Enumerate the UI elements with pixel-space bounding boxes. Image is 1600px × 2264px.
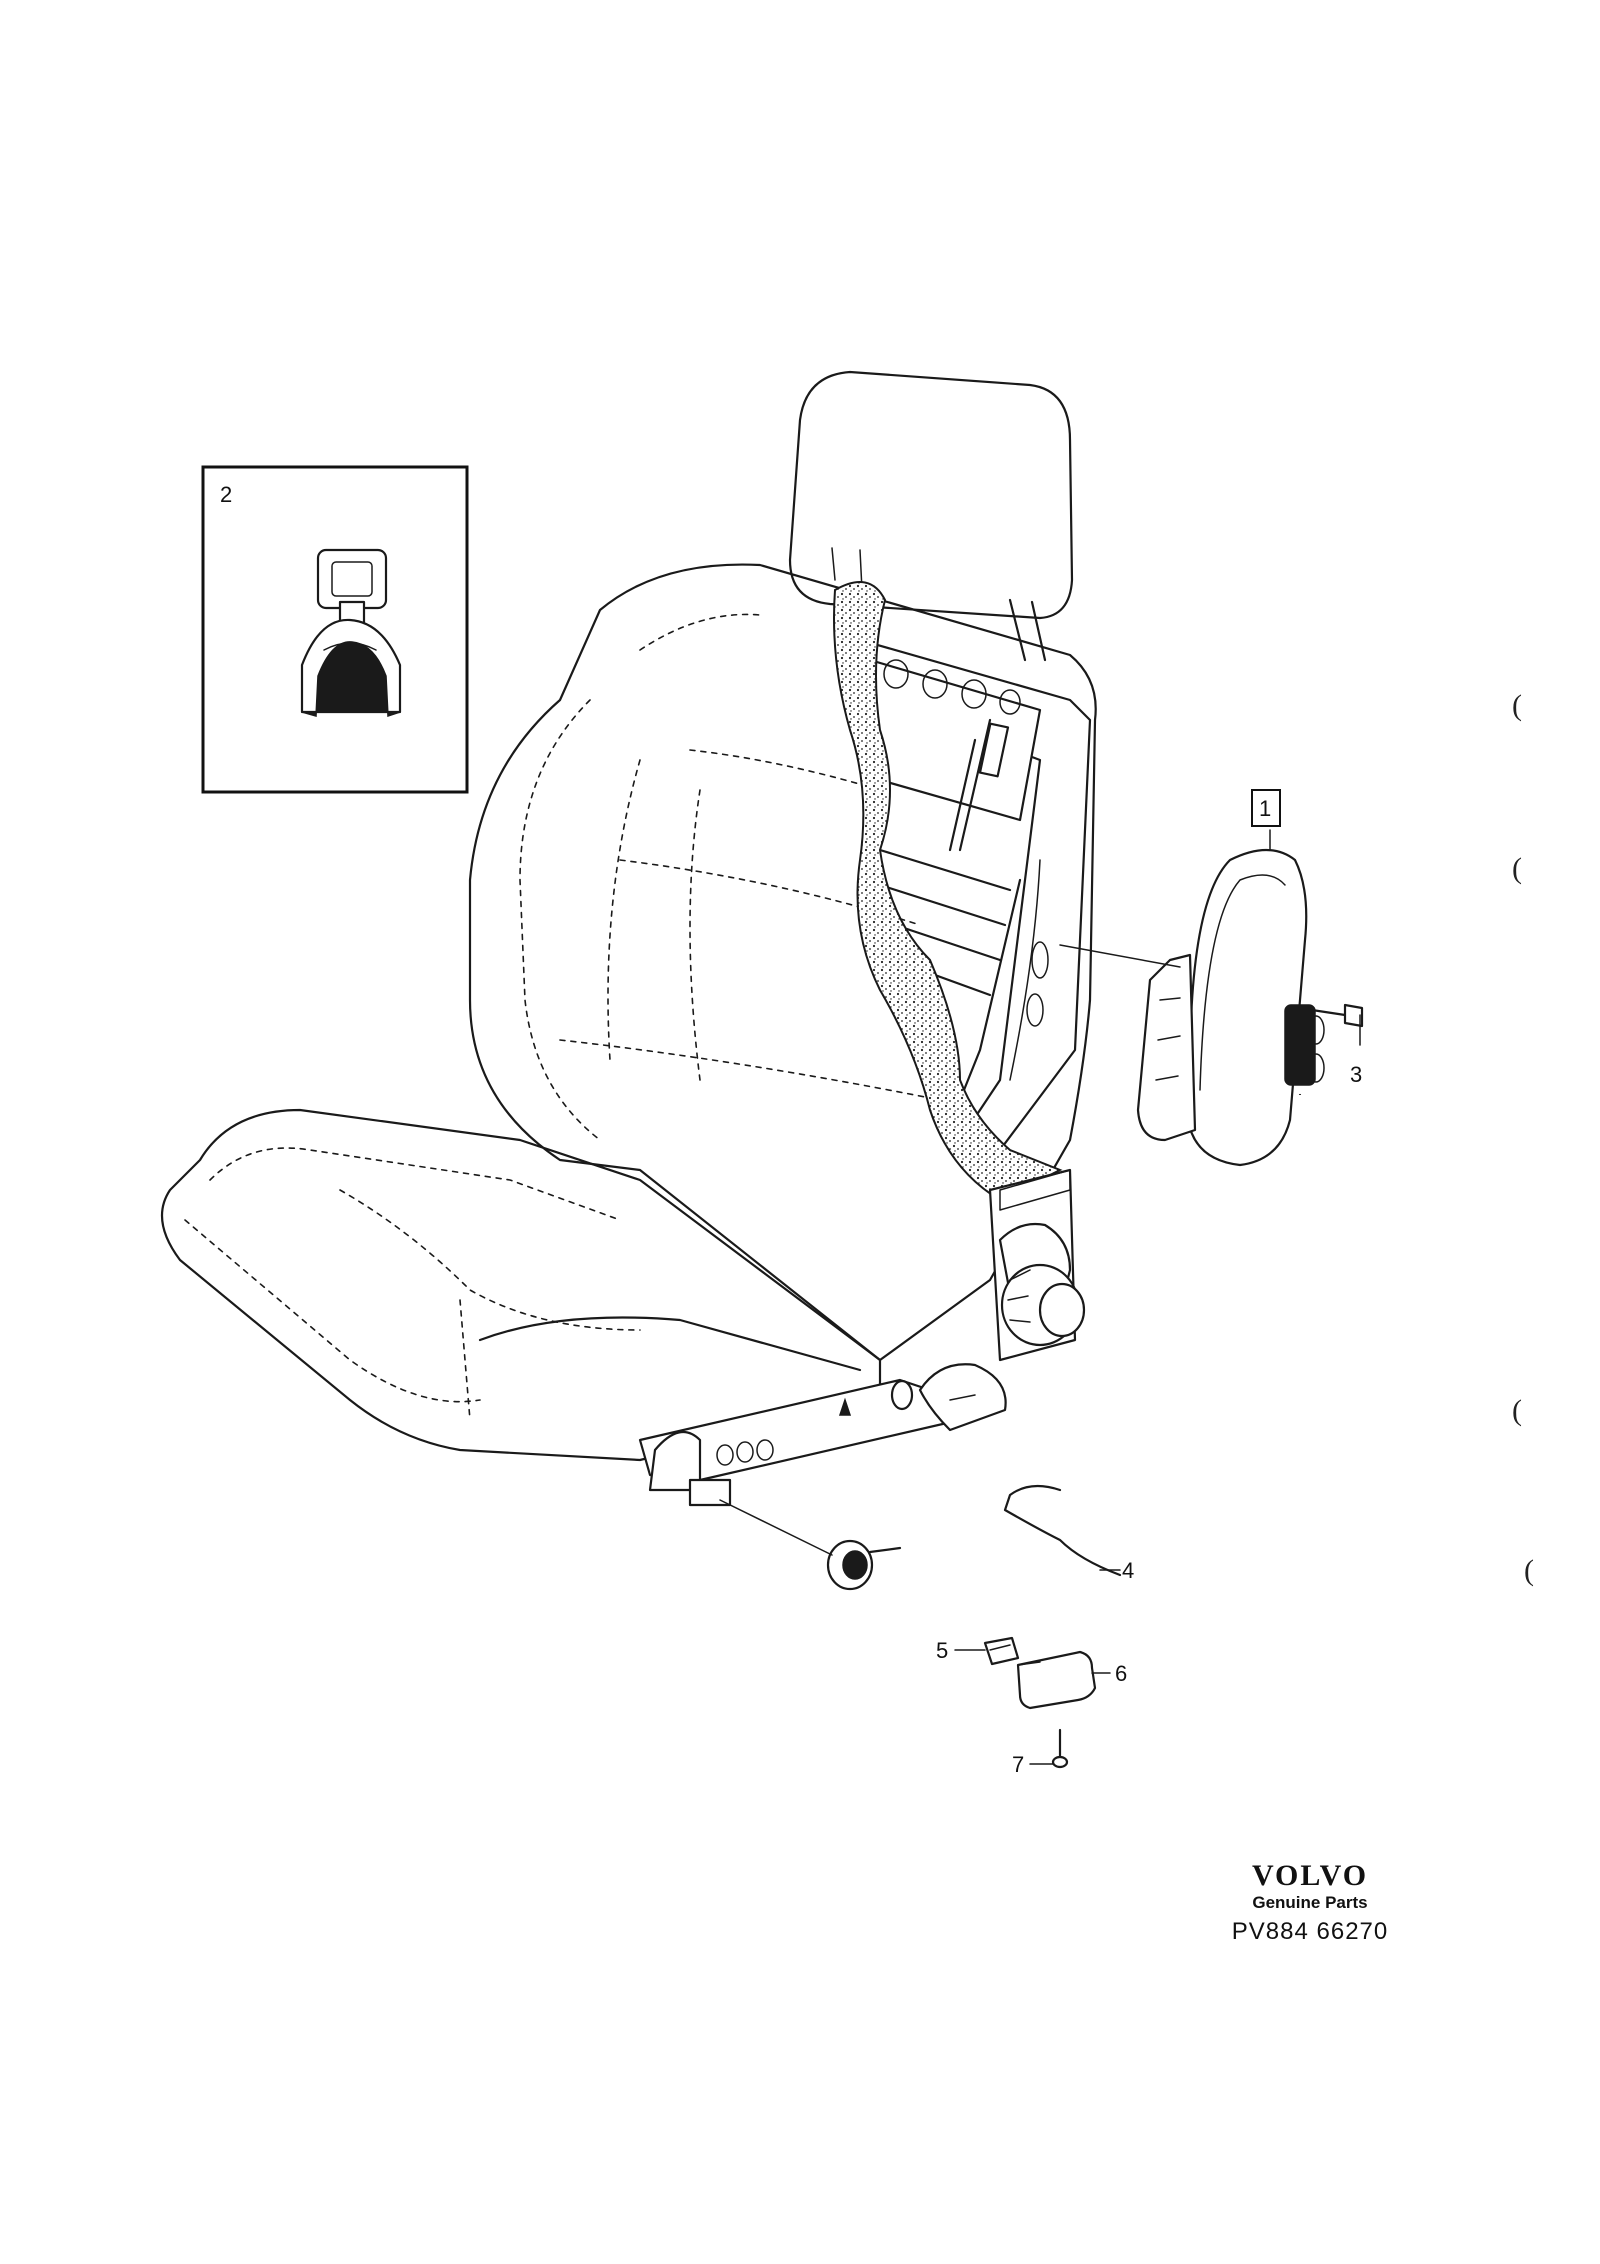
seat-frame-cutaway [858, 638, 1092, 1152]
callout-7: 7 [1012, 1752, 1024, 1777]
callout-4: 4 [1122, 1558, 1134, 1583]
callout-5: 5 [936, 1638, 948, 1663]
headrest [788, 370, 1074, 662]
clip-illustration [300, 548, 402, 718]
screw [1051, 1728, 1069, 1769]
brand-name: VOLVO [1251, 1859, 1369, 1892]
side-airbag-module [1136, 849, 1325, 1167]
callout-1: 1 [1259, 796, 1271, 821]
margin-mark: ( [1524, 1554, 1534, 1587]
brand-tagline: Genuine Parts [1252, 1893, 1368, 1912]
margin-mark: ( [1512, 1394, 1522, 1427]
foam-padding [833, 581, 1063, 1202]
inset-frame [201, 465, 469, 794]
recline-knob [988, 1168, 1086, 1362]
callout-3: 3 [1350, 1062, 1362, 1087]
diagram-reference-code: PV884 66270 [1231, 1918, 1389, 1945]
callout-6: 6 [1115, 1661, 1127, 1686]
seat-cushion [160, 1108, 882, 1462]
leader-lines [719, 829, 1361, 1765]
part-1-callout: 1 [1251, 789, 1281, 827]
sensor-clip [983, 1636, 1020, 1666]
brand-block: VOLVO Genuine Parts [1210, 1860, 1410, 1914]
cover-plate [1016, 1650, 1097, 1710]
margin-mark: ( [1512, 852, 1522, 885]
inset-label: 2 [220, 482, 232, 507]
wiring-harness [826, 1093, 1302, 1591]
seat-rail [638, 1363, 1007, 1507]
inset-part-2: 2 [201, 465, 469, 794]
margin-mark: ( [1512, 689, 1522, 722]
bolt [1310, 1003, 1364, 1028]
